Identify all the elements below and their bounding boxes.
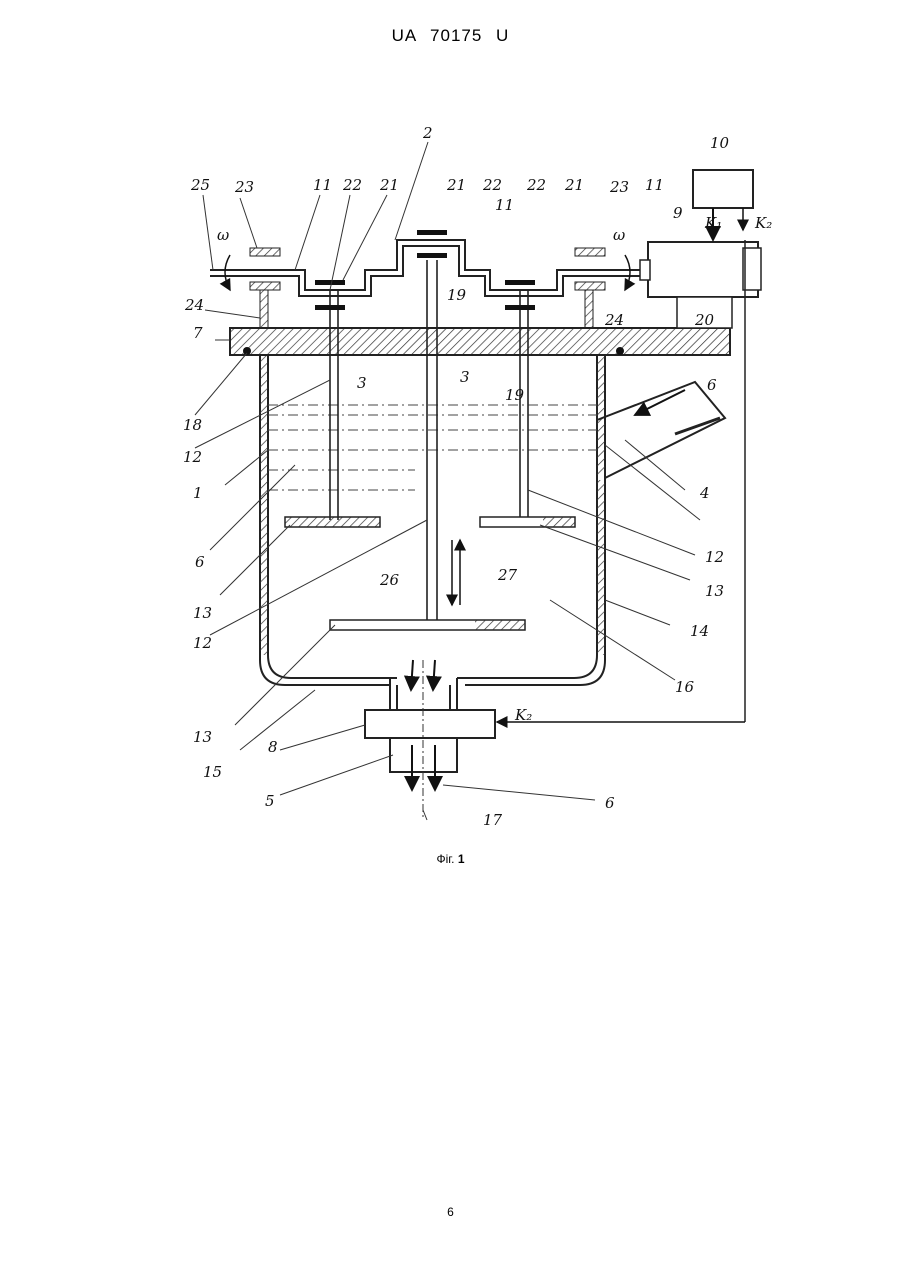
label-21-right: 21	[564, 176, 584, 194]
figure-caption: Фіг. 1	[0, 852, 901, 866]
label-23-left: 23	[234, 178, 254, 196]
label-7: 7	[193, 324, 203, 342]
label-12-right: 12	[705, 548, 724, 566]
paddle-right-hatch	[543, 517, 575, 527]
label-2: 2	[422, 124, 433, 142]
label-10: 10	[710, 134, 730, 152]
label-5: 5	[265, 792, 275, 810]
label-23-right: 23	[609, 178, 629, 196]
left-wall-hatch	[260, 355, 268, 655]
label-13-left: 13	[193, 604, 212, 622]
rotation-arrow-right	[625, 255, 630, 290]
label-6-inlet: 6	[707, 376, 717, 394]
motor	[648, 242, 758, 297]
label-omega-left: ω	[217, 226, 229, 244]
label-24-right: 24	[604, 311, 624, 329]
caption-prefix: Фіг.	[436, 852, 454, 866]
paddle-left	[285, 517, 380, 527]
label-22-left: 22	[342, 176, 362, 194]
label-26: 26	[379, 571, 400, 589]
label-3-center: 3	[460, 368, 470, 386]
label-k2-valve: K₂	[514, 706, 532, 724]
label-19-center: 19	[447, 286, 467, 304]
document-header: UA 70175 U	[0, 26, 901, 46]
label-12-left: 12	[183, 448, 202, 466]
label-11-center: 11	[495, 196, 514, 214]
label-21-left: 21	[379, 176, 399, 194]
label-25: 25	[190, 176, 210, 194]
label-6-outlet: 6	[605, 794, 615, 812]
label-27: 27	[497, 566, 518, 584]
label-24-left: 24	[184, 296, 204, 314]
label-9: 9	[673, 204, 683, 222]
inlet-pipe	[597, 382, 725, 478]
drawing-svg: 2 25 23 11 22 21 21 22 11 22 21 23 11 10…	[165, 100, 785, 840]
label-8: 8	[268, 738, 278, 756]
label-17: 17	[483, 811, 503, 829]
label-12-bottom: 12	[193, 634, 212, 652]
label-14: 14	[690, 622, 709, 640]
control-unit	[693, 170, 753, 208]
label-19-right: 19	[505, 386, 525, 404]
label-1: 1	[193, 484, 203, 502]
label-21-center: 21	[446, 176, 466, 194]
right-wall-hatch	[597, 355, 605, 475]
label-15: 15	[203, 763, 222, 781]
label-omega-right: ω	[613, 226, 625, 244]
paddle-center-hatch	[475, 620, 525, 630]
label-k2-top: K₂	[754, 214, 772, 232]
caption-number: 1	[458, 852, 465, 866]
label-6-liquid: 6	[195, 553, 205, 571]
seal-left	[243, 347, 251, 355]
label-22-right: 22	[526, 176, 546, 194]
label-3-left: 3	[357, 374, 367, 392]
label-13-right: 13	[705, 582, 724, 600]
label-13-bottom: 13	[193, 728, 212, 746]
right-wall-hatch-lower	[597, 480, 605, 655]
label-4: 4	[699, 484, 710, 502]
label-20: 20	[694, 311, 715, 329]
seal-right	[616, 347, 624, 355]
technical-drawing-figure: 2 25 23 11 22 21 21 22 11 22 21 23 11 10…	[165, 100, 785, 840]
lid-plate	[230, 328, 730, 355]
rotation-arrow-left	[225, 255, 230, 290]
page-number: 6	[0, 1205, 901, 1219]
label-16: 16	[675, 678, 695, 696]
label-k1: K₁	[704, 214, 722, 232]
label-11-left: 11	[313, 176, 332, 194]
label-22-center: 22	[482, 176, 502, 194]
label-11-right: 11	[645, 176, 664, 194]
label-18: 18	[183, 416, 202, 434]
liquid-level-lines	[268, 405, 597, 490]
